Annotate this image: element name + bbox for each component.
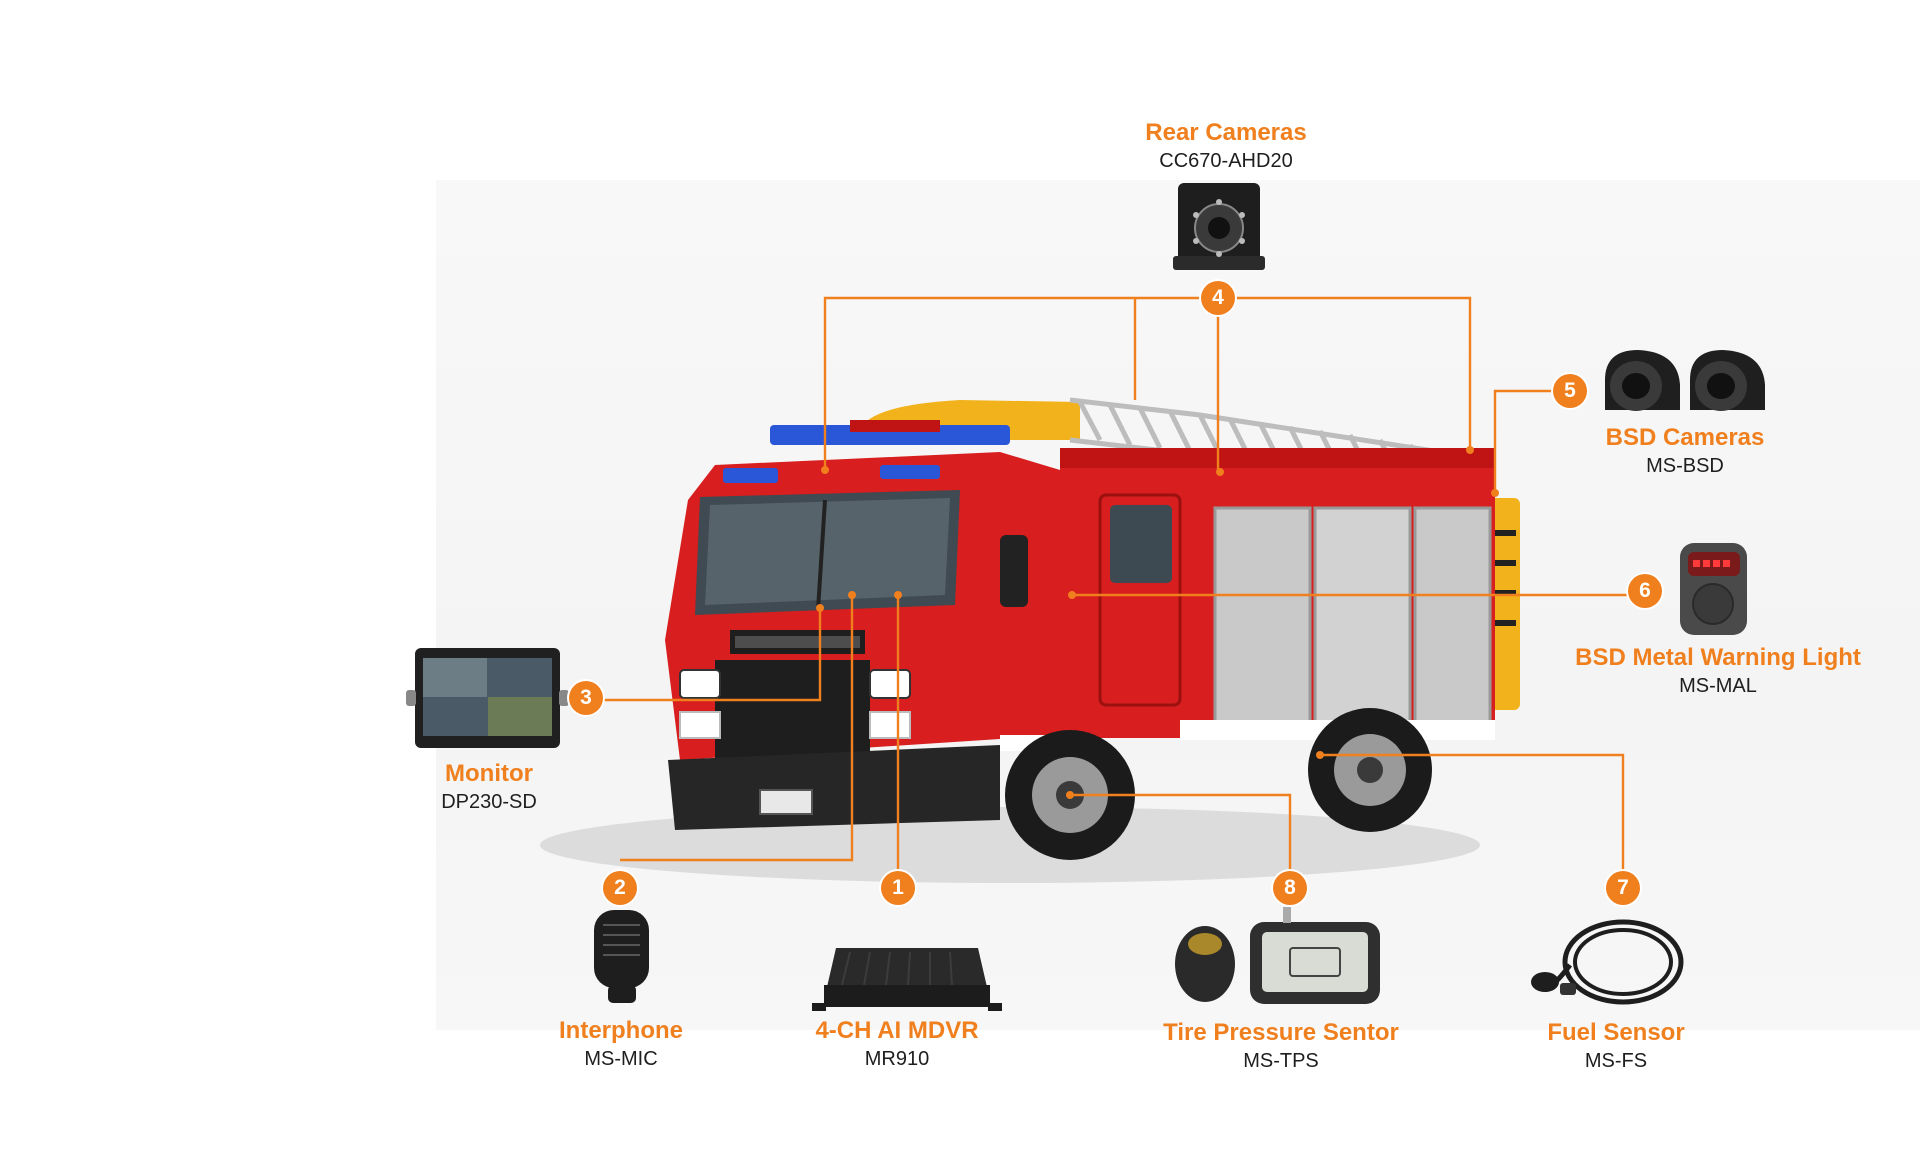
component-model: MS-MIC: [584, 1048, 658, 1070]
monitor-icon: [406, 648, 569, 748]
badge-interphone: 2: [603, 871, 637, 905]
connector-4-right: [1218, 296, 1472, 450]
connector-8: [1070, 793, 1292, 888]
bsd-camera-icon: [1605, 350, 1765, 411]
badge-tpms: 8: [1273, 871, 1307, 905]
component-model: CC670-AHD20: [1159, 150, 1293, 172]
component-model: MS-TPS: [1243, 1050, 1319, 1072]
connector-7: [1320, 753, 1625, 888]
component-name: Interphone: [559, 1017, 683, 1044]
badge-warning-light: 6: [1628, 574, 1662, 608]
component-name: Monitor: [445, 760, 533, 787]
component-name: Tire Pressure Sentor: [1163, 1019, 1399, 1046]
connector-2: [620, 595, 854, 862]
connector-dots: [816, 446, 1499, 799]
microphone-icon: [594, 910, 649, 1003]
label-tpms: Tire Pressure Sentor MS-TPS: [1163, 1018, 1399, 1074]
component-model: MS-BSD: [1646, 455, 1724, 477]
component-model: DP230-SD: [441, 791, 537, 813]
label-rear-cameras: Rear Cameras CC670-AHD20: [1145, 118, 1306, 174]
component-name: 4-CH AI MDVR: [815, 1017, 979, 1044]
connector-4-left: [823, 296, 1218, 470]
connector-5: [1493, 389, 1570, 493]
badge-fuel-sensor: 7: [1606, 871, 1640, 905]
label-bsd-cameras: BSD Cameras MS-BSD: [1606, 423, 1765, 479]
badge-mdvr: 1: [881, 871, 915, 905]
rear-yellow-module: [1490, 498, 1520, 710]
badge-bsd-cameras: 5: [1553, 374, 1587, 408]
component-name: Rear Cameras: [1145, 119, 1307, 146]
label-interphone: Interphone MS-MIC: [559, 1016, 683, 1072]
component-model: MS-MAL: [1679, 675, 1757, 697]
label-monitor: Monitor DP230-SD: [441, 759, 537, 815]
connector-3: [603, 608, 822, 702]
tire-pressure-icon: [1175, 907, 1380, 1004]
roller-shutters: [1213, 506, 1492, 725]
rear-wheel: [1308, 708, 1432, 832]
component-name: Fuel Sensor: [1547, 1019, 1685, 1046]
component-model: MS-FS: [1584, 1050, 1648, 1072]
fire-truck-body: [665, 397, 1495, 830]
component-name: BSD Cameras: [1605, 424, 1765, 451]
label-warning-light: BSD Metal Warning Light MS-MAL: [1575, 643, 1861, 699]
component-model: MR910: [864, 1048, 930, 1070]
mdvr-icon: [812, 948, 1002, 1011]
fuel-sensor-icon: [1531, 919, 1684, 1005]
label-fuel-sensor: Fuel Sensor MS-FS: [1547, 1018, 1684, 1074]
rear-camera-icon: [1173, 183, 1265, 270]
warning-light-icon: [1680, 543, 1747, 635]
badge-monitor: 3: [569, 681, 603, 715]
component-name: BSD Metal Warning Light: [1575, 644, 1861, 671]
badge-rear-cameras: 4: [1201, 281, 1235, 315]
label-mdvr: 4-CH AI MDVR MR910: [815, 1016, 978, 1072]
connector-lines: [603, 296, 1645, 888]
